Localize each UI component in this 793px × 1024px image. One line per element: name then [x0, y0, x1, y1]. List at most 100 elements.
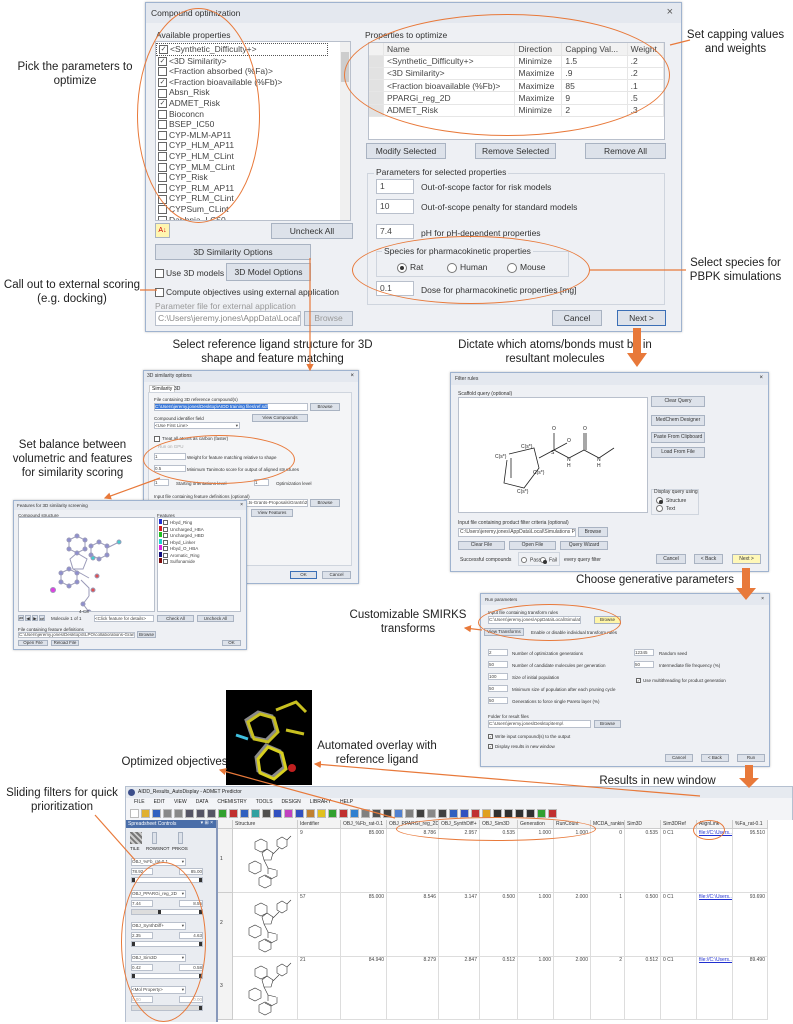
- starting-orientations-spinner[interactable]: 1: [154, 479, 169, 486]
- toolbar-button-icon[interactable]: [196, 809, 205, 818]
- prev-icon[interactable]: ◀: [25, 615, 31, 621]
- feature-item[interactable]: Hbyd_Linker: [159, 538, 239, 546]
- ph-input[interactable]: 7.4: [376, 224, 414, 239]
- toolbar-button-icon[interactable]: [350, 809, 359, 818]
- compound-structure-view[interactable]: [18, 517, 155, 612]
- slider-max-handle[interactable]: [199, 1006, 202, 1010]
- menu-view[interactable]: VIEW: [173, 799, 187, 805]
- open-file-button[interactable]: Open File: [509, 541, 556, 550]
- panel-pin-close-icon[interactable]: ▾ ⊞ ×: [200, 820, 213, 826]
- rows-spinner[interactable]: [152, 832, 157, 844]
- open-file-button[interactable]: Open File: [18, 640, 48, 646]
- run-param-input[interactable]: 100: [488, 673, 508, 680]
- run-param-input[interactable]: 2: [488, 649, 508, 656]
- column-header[interactable]: %Fa_rat-0.1: [733, 820, 768, 829]
- toolbar-button-icon[interactable]: [383, 809, 392, 818]
- toolbar-button-icon[interactable]: [427, 809, 436, 818]
- run-param-input[interactable]: 50: [488, 685, 508, 692]
- feature-item[interactable]: Uncharged_HBD: [159, 532, 239, 539]
- last-icon[interactable]: ⏭: [39, 615, 45, 621]
- align-link[interactable]: file://C:\Users...: [697, 956, 733, 1020]
- close-icon[interactable]: ×: [761, 596, 764, 602]
- view-features-button[interactable]: View Features: [251, 509, 293, 517]
- checkbox[interactable]: [163, 533, 168, 539]
- props-spinner[interactable]: [178, 832, 183, 844]
- toolbar-button-icon[interactable]: [328, 809, 337, 818]
- column-header[interactable]: Sim3DRef: [661, 820, 697, 829]
- close-icon[interactable]: ×: [759, 375, 763, 381]
- next-icon[interactable]: ▶: [32, 615, 38, 621]
- menu-help[interactable]: HELP: [340, 799, 354, 805]
- compute-external-checkbox[interactable]: Compute objectives using external applic…: [155, 287, 339, 298]
- ok-button[interactable]: OK: [222, 640, 241, 646]
- uncheck-all-button[interactable]: Uncheck All: [271, 223, 353, 239]
- menu-file[interactable]: FILE: [134, 799, 145, 805]
- feature-item[interactable]: Hbyd_Ring: [159, 519, 239, 526]
- browse-button[interactable]: Browse: [137, 631, 156, 638]
- 3d-similarity-options-button[interactable]: 3D Similarity Options: [155, 244, 311, 260]
- uncheck-all-button[interactable]: Uncheck All: [197, 615, 234, 622]
- toolbar-button-icon[interactable]: [141, 809, 150, 818]
- checkbox[interactable]: [158, 205, 167, 215]
- reference-file-input[interactable]: C:\Users\jeremy.jones\Desktop\AIDD train…: [154, 403, 308, 411]
- toolbar-button-icon[interactable]: [416, 809, 425, 818]
- toolbar-button-icon[interactable]: [405, 809, 414, 818]
- row-number[interactable]: 2: [218, 892, 233, 957]
- toolbar-button-icon[interactable]: [185, 809, 194, 818]
- close-icon[interactable]: ×: [350, 373, 354, 379]
- result-folder-input[interactable]: C:\Users\jeremy.jones\Desktop\temp\: [488, 720, 591, 728]
- query-wizard-button[interactable]: Query Wizard: [560, 541, 608, 550]
- feature-item[interactable]: Aromatic_Ring: [159, 551, 239, 559]
- toolbar-button-icon[interactable]: [218, 809, 227, 818]
- tile-icon[interactable]: [130, 832, 142, 844]
- toolbar-button-icon[interactable]: [339, 809, 348, 818]
- checkbox[interactable]: [158, 215, 167, 220]
- paste-clipboard-button[interactable]: Paste From Clipboard: [651, 432, 705, 443]
- use-3d-models-checkbox[interactable]: Use 3D models: [155, 268, 224, 279]
- close-icon[interactable]: ×: [666, 6, 673, 18]
- toolbar-button-icon[interactable]: [251, 809, 260, 818]
- load-from-file-button[interactable]: Load From File: [651, 447, 705, 458]
- checkbox[interactable]: [163, 552, 168, 558]
- back-button[interactable]: < Back: [694, 554, 723, 564]
- view-compounds-button[interactable]: View Compounds: [252, 414, 308, 422]
- checkbox[interactable]: [163, 559, 168, 565]
- toolbar-button-icon[interactable]: [163, 809, 172, 818]
- ok-button[interactable]: OK: [290, 571, 317, 579]
- slider-max-handle[interactable]: [199, 878, 202, 882]
- run-param-input[interactable]: 50: [488, 697, 508, 704]
- modify-selected-button[interactable]: Modify Selected: [366, 143, 446, 159]
- toolbar-button-icon[interactable]: [361, 809, 370, 818]
- menu-design[interactable]: DESIGN: [281, 799, 301, 805]
- cancel-button[interactable]: Cancel: [552, 310, 602, 326]
- toolbar-button-icon[interactable]: [438, 809, 447, 818]
- toolbar-button-icon[interactable]: [372, 809, 381, 818]
- 3d-model-options-button[interactable]: 3D Model Options: [226, 263, 311, 281]
- medchem-designer-button[interactable]: MedChem Designer: [651, 415, 705, 426]
- column-header[interactable]: OBJ_%Fb_rat-0.1: [341, 820, 387, 829]
- menu-edit[interactable]: EDIT: [153, 799, 165, 805]
- next-button[interactable]: Next >: [617, 310, 666, 326]
- check-all-button[interactable]: Check All: [157, 615, 194, 622]
- toolbar-button-icon[interactable]: [152, 809, 161, 818]
- feature-file-input[interactable]: ...ts-Grants-Proposals\Grants\2018A: [244, 499, 308, 507]
- column-header[interactable]: Structure: [233, 820, 298, 829]
- feature-item[interactable]: Hbyd_O_HBA: [159, 545, 239, 552]
- browse-button[interactable]: Browse: [594, 720, 621, 728]
- toolbar-button-icon[interactable]: [240, 809, 249, 818]
- checkbox[interactable]: [163, 539, 168, 545]
- sort-az-icon[interactable]: A↓: [155, 223, 170, 238]
- toolbar-button-icon[interactable]: [295, 809, 304, 818]
- param-file-input[interactable]: C:\Users\jeremy.jones\AppData\Local\Sim: [155, 311, 301, 326]
- cancel-button[interactable]: Cancel: [656, 554, 686, 564]
- browse-button[interactable]: Browse: [304, 311, 353, 326]
- browse-button[interactable]: Browse: [310, 499, 340, 507]
- toolbar-button-icon[interactable]: [174, 809, 183, 818]
- menu-tools[interactable]: TOOLS: [255, 799, 273, 805]
- browse-button[interactable]: Browse: [578, 527, 608, 537]
- row-number[interactable]: 1: [218, 829, 233, 893]
- remove-all-button[interactable]: Remove All: [585, 143, 666, 159]
- toolbar-button-icon[interactable]: [306, 809, 315, 818]
- close-icon[interactable]: ×: [240, 502, 243, 508]
